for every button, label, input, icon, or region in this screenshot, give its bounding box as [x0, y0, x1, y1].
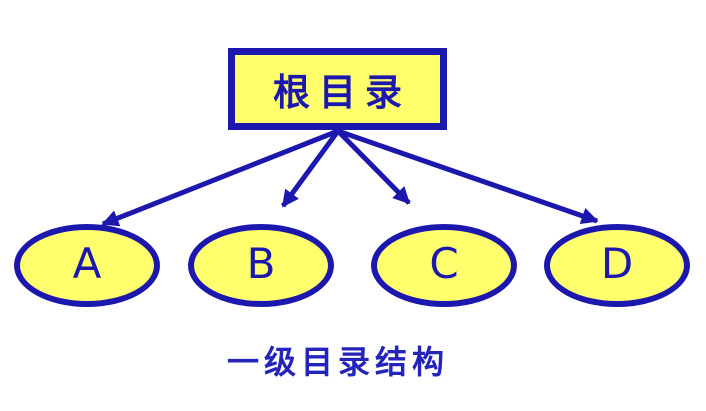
arrow-root-to-b — [280, 129, 341, 208]
directory-node-d-label: D — [600, 238, 634, 288]
directory-node-c-label: C — [429, 238, 459, 288]
directory-node-b: B — [188, 224, 334, 307]
directory-node-c: C — [371, 224, 517, 307]
directory-node-a: A — [14, 224, 160, 307]
directory-node-d: D — [544, 224, 690, 307]
root-directory-label: 根目录 — [273, 71, 411, 114]
arrow-root-to-d — [337, 128, 599, 225]
directory-node-b-label: B — [246, 238, 276, 288]
diagram-caption: 一级目录结构 — [226, 343, 449, 381]
arrow-root-to-c — [336, 129, 411, 205]
root-directory-node: 根目录 — [228, 48, 447, 130]
directory-node-a-label: A — [72, 238, 102, 288]
arrow-root-to-a — [101, 128, 339, 227]
